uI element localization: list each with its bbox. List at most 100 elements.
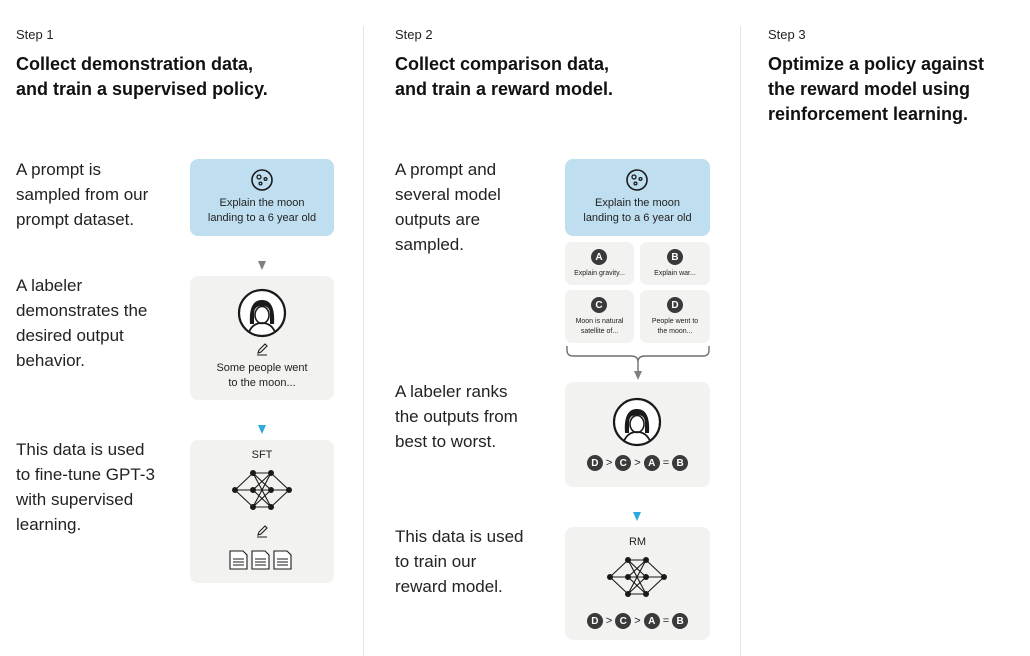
rank-badge: A — [643, 455, 660, 471]
output-text-line: satellite of... — [580, 328, 619, 335]
output-text-line: Explain war... — [654, 270, 696, 277]
step-1-labeler-card: Some people went to the moon... — [190, 276, 334, 400]
caption-line: Some people went — [216, 362, 308, 374]
prompt-text: Explain the moon landing to a 6 year old — [190, 196, 334, 226]
neural-network-icon — [232, 470, 292, 510]
prompt-text: Explain the moon landing to a 6 year old — [565, 196, 710, 226]
prompt-line: Explain the moon — [219, 197, 305, 209]
rank-badge: C — [615, 613, 632, 629]
step-2-label: Step 2 — [395, 27, 433, 42]
rank-badge: D — [586, 455, 603, 471]
step-2-rm-card: RM D > C > A = B — [565, 527, 710, 640]
moon-icon — [251, 169, 273, 191]
step-1-desc-prompt: A prompt is sampled from our prompt data… — [16, 157, 148, 232]
step-2-title-line: Collect comparison data, — [395, 54, 610, 74]
flow-arrow — [258, 425, 266, 434]
neural-network-icon — [607, 557, 667, 597]
output-text: Explain war... — [640, 269, 710, 279]
rank-operator: > — [605, 615, 613, 627]
rank-operator: = — [662, 615, 670, 627]
output-card-c: C Moon is natural satellite of... — [565, 290, 634, 343]
moon-icon — [626, 169, 648, 191]
desc-line: best to worst. — [395, 432, 497, 451]
desc-line: behavior. — [16, 351, 85, 370]
step-2-title: Collect comparison data, and train a rew… — [395, 52, 613, 102]
step-2-desc-reward: This data is used to train our reward mo… — [395, 524, 524, 599]
rank-badge: A — [643, 613, 660, 629]
step-1-label: Step 1 — [16, 27, 54, 42]
prompt-line: landing to a 6 year old — [583, 212, 692, 224]
output-letter-badge: D — [667, 297, 683, 313]
desc-line: demonstrates the — [16, 301, 148, 320]
desc-line: reward model. — [395, 577, 503, 596]
desc-line: to fine-tune GPT-3 — [16, 465, 155, 484]
output-text-line: People went to — [651, 318, 699, 325]
output-letter-badge: C — [591, 297, 607, 313]
step-3-title-line: reinforcement learning. — [768, 104, 969, 124]
demonstration-text: Some people went to the moon... — [190, 361, 334, 391]
flow-arrow — [633, 512, 641, 521]
output-text: People went to the moon... — [640, 317, 710, 337]
desc-line: desired output — [16, 326, 124, 345]
step-3-title-line: Optimize a policy against — [768, 54, 985, 74]
rank-operator: > — [634, 457, 641, 469]
output-text: Explain gravity... — [565, 269, 634, 279]
desc-line: This data is used — [395, 527, 524, 546]
bracket-connector — [566, 346, 710, 380]
step-1-title: Collect demonstration data, and train a … — [16, 52, 268, 102]
rank-operator: > — [634, 615, 641, 627]
step-1-prompt-card: Explain the moon landing to a 6 year old — [190, 159, 334, 236]
output-letter-badge: A — [591, 249, 607, 265]
step-2-title-line: and train a reward model. — [395, 79, 614, 99]
rm-label: RM — [628, 536, 647, 548]
pencil-icon — [257, 343, 268, 356]
rank-badge: D — [586, 613, 603, 629]
step-1-sft-card: SFT — [190, 440, 334, 583]
prompt-line: landing to a 6 year old — [207, 212, 317, 224]
step-2-prompt-card: Explain the moon landing to a 6 year old — [565, 159, 710, 236]
desc-line: with supervised — [16, 490, 134, 509]
step-2-desc-prompt: A prompt and several model outputs are s… — [395, 157, 501, 257]
step-3-title: Optimize a policy against the reward mod… — [768, 52, 984, 127]
desc-line: A prompt and — [395, 160, 497, 179]
output-letter-badge: B — [667, 249, 683, 265]
desc-line: A prompt is — [16, 160, 102, 179]
rank-badge: C — [615, 455, 632, 471]
desc-line: sampled. — [395, 235, 464, 254]
ranking-sequence: D > C > A = B — [565, 455, 710, 471]
rank-operator: = — [662, 457, 670, 469]
ranking-sequence: D > C > A = B — [565, 613, 710, 629]
step-1-desc-finetune: This data is used to fine-tune GPT-3 wit… — [16, 437, 155, 537]
desc-line: to train our — [395, 552, 477, 571]
step-1-title-line: Collect demonstration data, — [16, 54, 254, 74]
step-1-desc-labeler: A labeler demonstrates the desired outpu… — [16, 273, 147, 373]
output-card-a: A Explain gravity... — [565, 242, 634, 285]
rank-badge: B — [672, 455, 689, 471]
rank-operator: > — [605, 457, 613, 469]
desc-line: sampled from our — [16, 185, 149, 204]
pencil-icon — [257, 525, 268, 538]
output-card-d: D People went to the moon... — [640, 290, 710, 343]
labeler-avatar — [237, 288, 287, 338]
step-2-desc-ranking: A labeler ranks the outputs from best to… — [395, 379, 518, 454]
prompt-line: Explain the moon — [595, 197, 680, 209]
desc-line: A labeler — [16, 276, 83, 295]
column-divider-1 — [363, 26, 364, 656]
documents-icon — [229, 550, 292, 570]
desc-line: the outputs from — [395, 407, 518, 426]
step-3-label: Step 3 — [768, 27, 806, 42]
output-text-line: Explain gravity... — [574, 270, 625, 277]
desc-line: A labeler ranks — [395, 382, 508, 401]
desc-line: prompt dataset. — [16, 210, 135, 229]
desc-line: learning. — [16, 515, 82, 534]
step-1-title-line: and train a supervised policy. — [16, 79, 268, 99]
column-divider-2 — [740, 26, 741, 656]
desc-line: outputs are — [395, 210, 481, 229]
output-text-line: Moon is natural — [575, 318, 624, 325]
labeler-avatar — [612, 397, 662, 447]
output-text: Moon is natural satellite of... — [565, 317, 634, 337]
sft-label: SFT — [251, 449, 273, 461]
output-card-b: B Explain war... — [640, 242, 710, 285]
desc-line: This data is used — [16, 440, 145, 459]
flow-arrow — [258, 261, 266, 270]
